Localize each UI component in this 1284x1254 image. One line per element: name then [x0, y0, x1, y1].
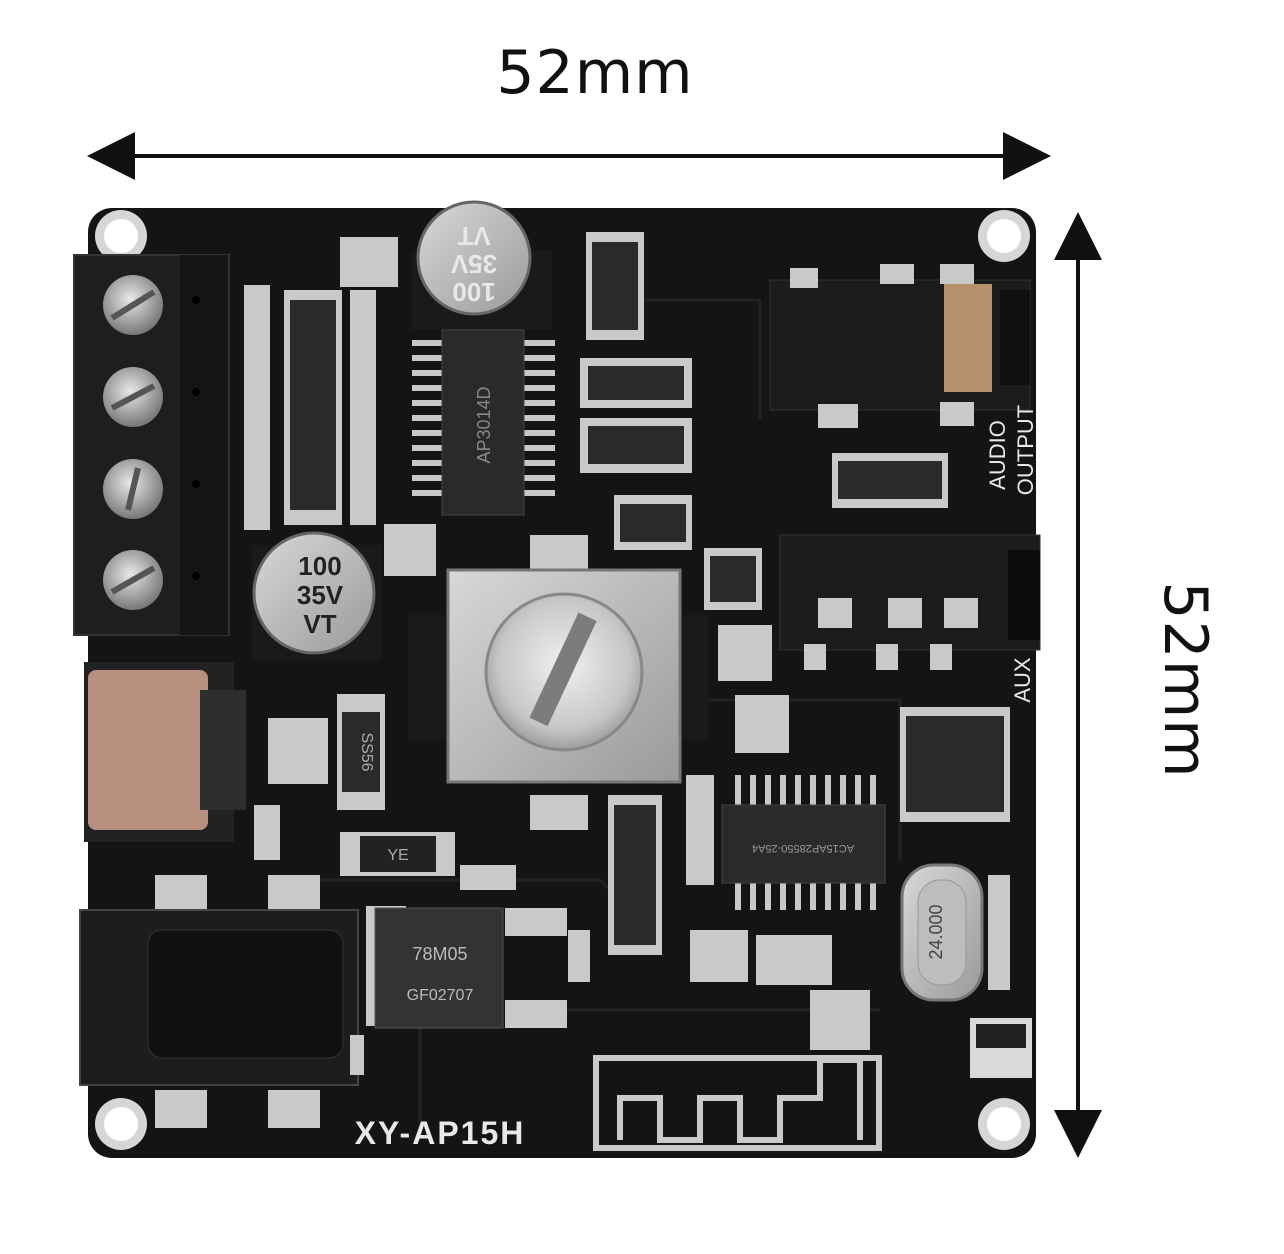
audio-label: AUDIO: [985, 420, 1010, 490]
board-model-label: XY-AP15H: [355, 1115, 526, 1151]
amp-chip-marking: AP3014D: [474, 386, 494, 463]
mounting-hole-icon: [95, 210, 1030, 1150]
crystal-oscillator: 24.000: [900, 863, 984, 1002]
aux-label: AUX: [1010, 657, 1035, 703]
led-indicator: [970, 1018, 1032, 1078]
cap-left-l1: 100: [298, 551, 341, 581]
width-dimension-label: 52mm: [496, 38, 694, 108]
output-label: OUTPUT: [1013, 405, 1038, 495]
capacitor-top: 100 35V VT: [412, 200, 552, 330]
capacitor-left: 100 35V VT: [252, 531, 382, 660]
small-diode-marking: YE: [387, 847, 408, 864]
crystal-marking: 24.000: [926, 904, 946, 959]
cap-top-l3: VT: [457, 221, 490, 251]
cap-left-l2: 35V: [297, 580, 344, 610]
bluetooth-chip: AC15AP28550-25A4: [721, 775, 886, 910]
amplifier-chip: AP3014D: [412, 329, 555, 516]
diode-ss56: SS56: [337, 694, 385, 810]
regulator-marking: 78M05: [412, 944, 467, 964]
dc-barrel-jack[interactable]: [79, 875, 364, 1128]
small-diode: YE: [340, 832, 455, 876]
potentiometer-knob[interactable]: [408, 535, 708, 830]
usb-c-port[interactable]: [84, 662, 246, 842]
bt-chip-marking: AC15AP28550-25A4: [752, 842, 854, 854]
smd-component-bodies: [290, 242, 1004, 945]
cap-left-l3: VT: [303, 609, 336, 639]
voltage-regulator: 78M05 GF02707: [366, 906, 567, 1029]
diode-marking: SS56: [358, 732, 375, 771]
cap-top-l2: 35V: [450, 249, 497, 279]
aux-input-jack[interactable]: [779, 534, 1041, 670]
cap-top-l1: 100: [452, 277, 495, 307]
regulator-code: GF02707: [407, 987, 474, 1004]
pcb-antenna: [593, 1055, 882, 1151]
audio-output-jack[interactable]: [769, 264, 1031, 428]
screw-terminal-block: [73, 254, 230, 636]
